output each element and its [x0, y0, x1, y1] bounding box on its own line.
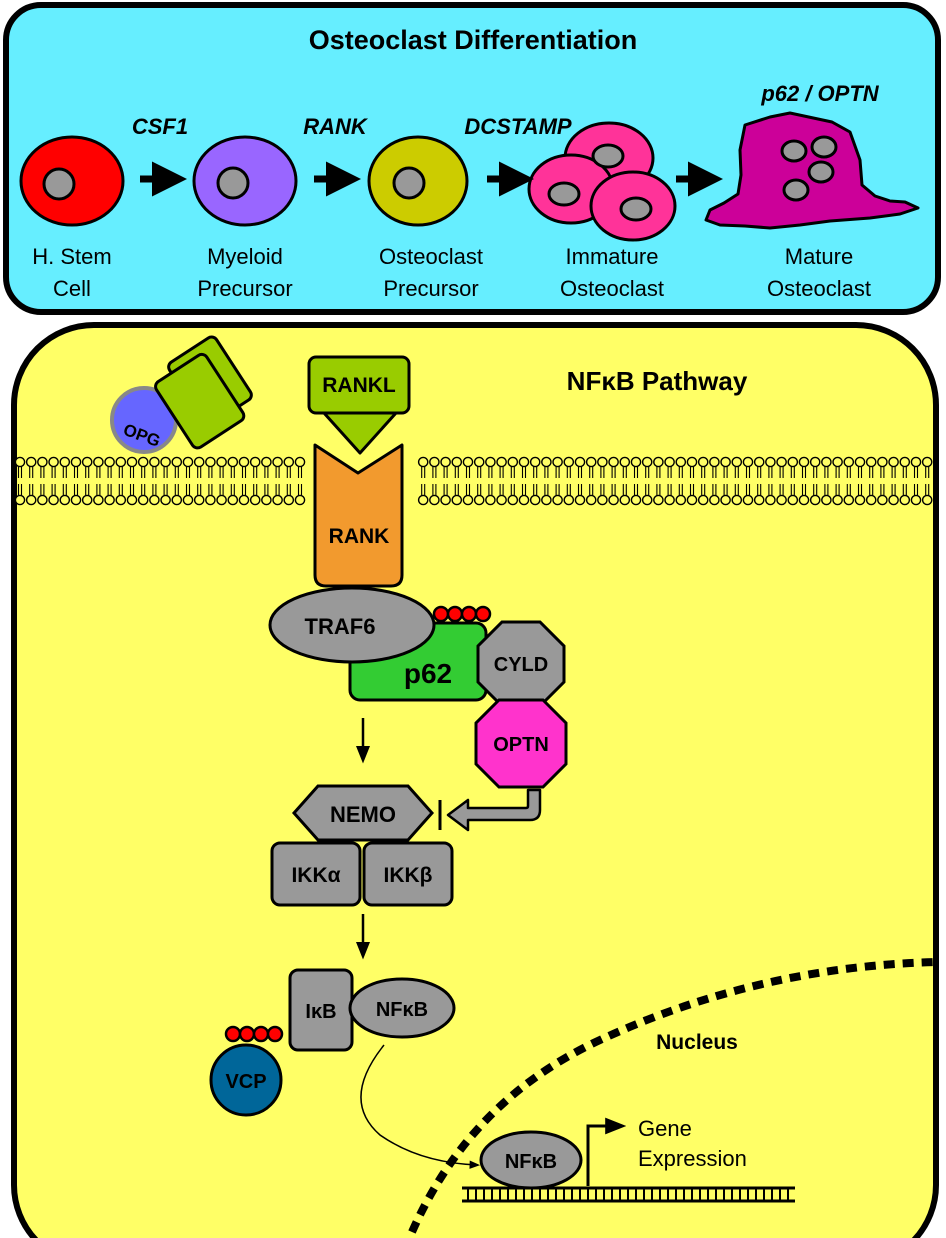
- stage-label-4a: Immature: [566, 244, 659, 269]
- opg-rankl-complex: OPG: [110, 335, 253, 454]
- differentiation-panel: Osteoclast Differentiation CSF1 RANK DCS…: [3, 2, 941, 315]
- dna: [462, 1186, 795, 1203]
- stage-label-1b: Cell: [53, 276, 91, 301]
- vcp-label: VCP: [225, 1071, 266, 1093]
- nemo-label: NEMO: [330, 802, 396, 827]
- rank-receptor: [313, 443, 404, 588]
- ikb-label: IκB: [305, 1001, 336, 1023]
- gene-expression-line1: Gene: [638, 1116, 692, 1141]
- nemo: [291, 784, 435, 842]
- traf6-label: TRAF6: [305, 614, 376, 639]
- myeloid-precursor-nucleus: [216, 166, 250, 200]
- differentiation-panel-bg: [3, 2, 941, 315]
- ikk-alpha-label: IKKα: [291, 864, 340, 887]
- stage-label-3a: Osteoclast: [379, 244, 483, 269]
- transcription-arrow: [586, 1117, 627, 1186]
- osteoclast-precursor-nucleus: [392, 166, 426, 200]
- p62-label: p62: [404, 658, 452, 689]
- stage-label-5a: Mature: [785, 244, 853, 269]
- stem-cell-nucleus: [42, 167, 76, 201]
- cyld-label: CYLD: [494, 654, 548, 676]
- stage-label-5b: Osteoclast: [767, 276, 871, 301]
- gene-expression-line2: Expression: [638, 1146, 747, 1171]
- nfkb-nuclear-label: NFκB: [505, 1151, 557, 1173]
- immature-osteoclast-cells: [527, 121, 677, 242]
- stage-label-3b: Precursor: [383, 276, 478, 301]
- cell-membrane: [14, 456, 933, 506]
- traf6: [268, 586, 436, 664]
- stage-label-2a: Myeloid: [207, 244, 283, 269]
- nfkb-cytoplasmic-label: NFκB: [376, 999, 428, 1021]
- translocation-arrow: [360, 1044, 481, 1169]
- vcp: [209, 1043, 283, 1117]
- stage-label-1a: H. Stem: [32, 244, 111, 269]
- mature-osteoclast-cell: [704, 111, 920, 230]
- nuclear-envelope: [408, 958, 939, 1234]
- factor-dcstamp: DCSTAMP: [464, 114, 571, 139]
- ikk-beta: [362, 841, 454, 907]
- factor-p62-optn: p62 / OPTN: [760, 81, 879, 106]
- ubiquitin-chain-vcp: [224, 1025, 284, 1043]
- optn-inhibition-arrow: [446, 788, 542, 832]
- differentiation-title: Osteoclast Differentiation: [309, 25, 638, 55]
- rankl-arrow: [322, 411, 398, 455]
- ikk-alpha: [270, 841, 362, 907]
- nfkb-nuclear: [479, 1130, 583, 1190]
- optn: [474, 698, 568, 789]
- rank-label: RANK: [329, 525, 390, 548]
- nfkb-cytoplasmic: [348, 977, 456, 1039]
- factor-csf1: CSF1: [132, 114, 188, 139]
- rankl-label: RANKL: [322, 374, 396, 397]
- nucleus-label: Nucleus: [656, 1031, 738, 1054]
- ubiquitin-chain-p62: [432, 605, 492, 623]
- ikk-beta-label: IKKβ: [384, 864, 433, 887]
- rankl-bound-front: [154, 352, 246, 450]
- stage-label-4b: Osteoclast: [560, 276, 664, 301]
- pathway-title: NFκB Pathway: [567, 366, 748, 396]
- pathway-panel: NFκB Pathway OPG RANK RANKL p62 TRAF6: [11, 322, 939, 1238]
- pathway-panel-bg: [11, 322, 939, 1238]
- stage-label-2b: Precursor: [197, 276, 292, 301]
- factor-rank: RANK: [303, 114, 369, 139]
- optn-label: OPTN: [493, 734, 549, 756]
